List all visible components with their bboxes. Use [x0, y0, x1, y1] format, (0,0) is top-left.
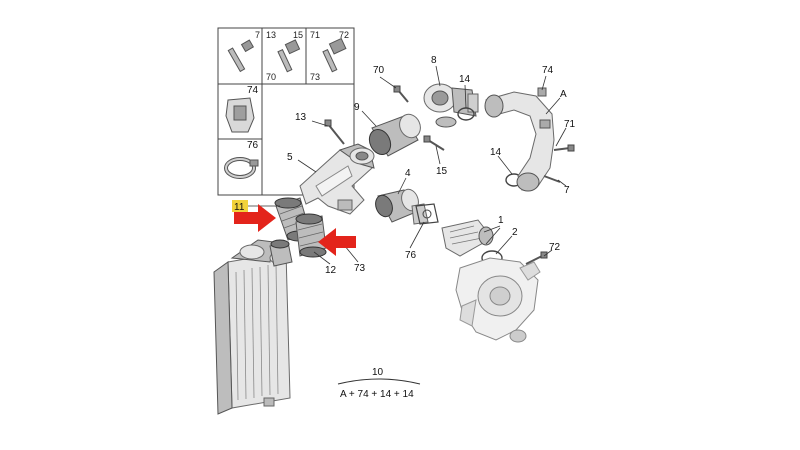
intercooler [213, 239, 291, 415]
legend-number-73: 73 [310, 72, 320, 82]
callout-a: A [560, 89, 567, 100]
air-duct-a [484, 87, 555, 192]
turbocharger [455, 257, 541, 343]
bracket-icon [225, 97, 255, 133]
hose-9 [368, 113, 421, 157]
legend-number-7: 7 [255, 30, 260, 40]
callout-74: 74 [542, 65, 554, 76]
red-arrow-right [318, 228, 356, 256]
bolt-72 [525, 251, 548, 265]
bolt-15 [423, 135, 445, 151]
callout-7: 7 [564, 185, 570, 196]
bolt-icon [277, 39, 301, 73]
kit-contents: A + 74 + 14 + 14 [340, 389, 414, 400]
callout-15: 15 [436, 166, 448, 177]
legend-number-13: 13 [266, 30, 276, 40]
hose-clamp-icon [224, 157, 259, 179]
screw-icon [227, 39, 255, 73]
kit-formula: 10 A + 74 + 14 + 14 [337, 367, 421, 400]
legend-number-70: 70 [266, 72, 276, 82]
bolt-70 [393, 85, 409, 103]
legend-number-71: 71 [310, 30, 320, 40]
kit-number: 10 [372, 367, 384, 378]
callout-4: 4 [405, 168, 411, 179]
leader-lines [248, 65, 567, 265]
callout-12: 12 [325, 265, 337, 276]
hose-4 [375, 188, 429, 225]
callout-70: 70 [373, 65, 385, 76]
callout-8: 8 [431, 55, 437, 66]
callout-11: 11 [234, 202, 245, 213]
callout-73: 73 [354, 263, 366, 274]
callout-9: 9 [354, 102, 360, 113]
legend-number-15: 15 [293, 30, 303, 40]
callout-76: 76 [405, 250, 417, 261]
callout-labels: 8 70 14 74 A 9 13 71 5 14 15 4 7 1 2 72 … [232, 55, 576, 276]
callout-71: 71 [564, 119, 576, 130]
callout-14-upper: 14 [459, 74, 471, 85]
legend-number-72: 72 [339, 30, 349, 40]
callout-1: 1 [498, 215, 504, 226]
callout-5: 5 [287, 152, 293, 163]
callout-2: 2 [512, 227, 518, 238]
valve-1 [441, 219, 494, 257]
throttle-body-8 [423, 83, 479, 128]
callout-11-highlight [232, 200, 248, 212]
gasket-76 [415, 203, 439, 225]
hose-12 [295, 213, 327, 258]
bolt-71 [553, 144, 575, 152]
callout-72: 72 [549, 242, 561, 253]
fastener-legend: 7 13 15 70 71 72 73 74 76 [217, 27, 355, 196]
legend-number-76: 76 [247, 140, 259, 151]
legend-number-74: 74 [247, 85, 259, 96]
callout-13: 13 [295, 112, 307, 123]
flange-bolt-icon [322, 37, 347, 73]
red-arrow-left [234, 204, 276, 232]
intake-pipe-5 [299, 143, 375, 215]
bolt-7 [543, 175, 561, 183]
callout-14-lower: 14 [490, 147, 502, 158]
lower-hose [269, 239, 293, 267]
